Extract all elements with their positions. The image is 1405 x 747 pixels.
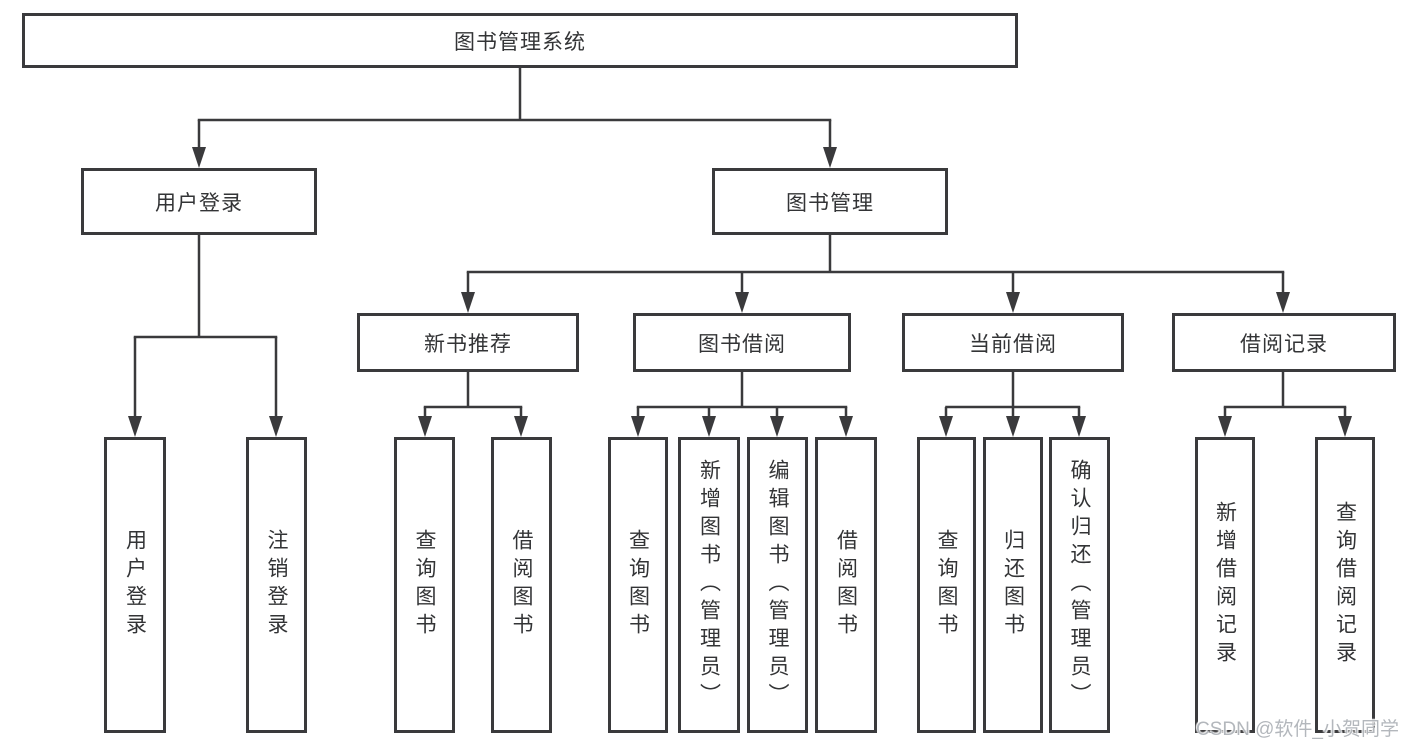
leaf-newbooks-query-label: 查询图书 — [413, 529, 436, 641]
connector-borrowrecords-to-leaves — [1223, 372, 1347, 419]
connector-root-to-level2 — [197, 68, 832, 150]
connector-bookmgmt-to-level3 — [466, 235, 1285, 295]
leaf-bookborrow-add-admin: 新增图书（管理员） — [678, 437, 740, 733]
leaf-currentborrow-confirm-admin-label: 确认归还（管理员） — [1068, 459, 1091, 711]
leaf-newbooks-borrow: 借阅图书 — [491, 437, 552, 733]
node-current-borrow-label: 当前借阅 — [969, 332, 1057, 356]
node-root: 图书管理系统 — [22, 13, 1018, 68]
leaf-currentborrow-return: 归还图书 — [983, 437, 1043, 733]
arrowheads-currentborrow-leaves — [939, 416, 1086, 437]
leaf-newbooks-query: 查询图书 — [394, 437, 455, 733]
connector-currentborrow-to-leaves — [944, 372, 1081, 419]
node-book-borrow: 图书借阅 — [633, 313, 851, 372]
leaf-user-login-label: 用户登录 — [123, 529, 147, 641]
arrowheads-bookborrow-leaves — [631, 416, 853, 437]
arrowheads-newbooks-leaves — [418, 416, 528, 437]
leaf-bookborrow-query-label: 查询图书 — [626, 529, 650, 641]
connector-bookborrow-to-leaves — [636, 372, 848, 419]
leaf-records-query-label: 查询借阅记录 — [1333, 501, 1357, 669]
leaf-bookborrow-borrow-label: 借阅图书 — [834, 529, 858, 641]
arrowheads-level2 — [192, 147, 837, 168]
node-book-management: 图书管理 — [712, 168, 948, 235]
leaf-user-login: 用户登录 — [104, 437, 166, 733]
leaf-records-query: 查询借阅记录 — [1315, 437, 1375, 733]
connector-newbooks-to-leaves — [423, 372, 523, 419]
node-borrow-records: 借阅记录 — [1172, 313, 1396, 372]
arrowheads-level3 — [461, 292, 1290, 313]
node-root-label: 图书管理系统 — [454, 30, 586, 54]
leaf-records-add: 新增借阅记录 — [1195, 437, 1255, 733]
connector-userlogin-to-leaves — [133, 235, 278, 419]
leaf-bookborrow-query: 查询图书 — [608, 437, 668, 733]
leaf-bookborrow-edit-admin-label: 编辑图书（管理员） — [766, 459, 789, 711]
node-book-borrow-label: 图书借阅 — [698, 332, 786, 356]
node-new-book-recommend: 新书推荐 — [357, 313, 579, 372]
leaf-records-add-label: 新增借阅记录 — [1213, 501, 1237, 669]
leaf-currentborrow-query-label: 查询图书 — [935, 529, 958, 641]
arrowheads-borrowrecords-leaves — [1218, 416, 1352, 437]
leaf-logout: 注销登录 — [246, 437, 307, 733]
leaf-bookborrow-borrow: 借阅图书 — [815, 437, 877, 733]
node-new-book-recommend-label: 新书推荐 — [424, 332, 512, 356]
node-user-login: 用户登录 — [81, 168, 317, 235]
arrowheads-userlogin-leaves — [128, 416, 283, 437]
leaf-logout-label: 注销登录 — [265, 529, 288, 641]
leaf-newbooks-borrow-label: 借阅图书 — [510, 529, 533, 641]
leaf-bookborrow-edit-admin: 编辑图书（管理员） — [747, 437, 808, 733]
leaf-currentborrow-return-label: 归还图书 — [1001, 529, 1025, 641]
node-user-login-label: 用户登录 — [155, 191, 243, 215]
leaf-bookborrow-add-admin-label: 新增图书（管理员） — [697, 459, 721, 711]
leaf-currentborrow-query: 查询图书 — [917, 437, 976, 733]
node-book-management-label: 图书管理 — [786, 191, 874, 215]
leaf-currentborrow-confirm-admin: 确认归还（管理员） — [1049, 437, 1110, 733]
node-borrow-records-label: 借阅记录 — [1240, 332, 1328, 356]
node-current-borrow: 当前借阅 — [902, 313, 1124, 372]
